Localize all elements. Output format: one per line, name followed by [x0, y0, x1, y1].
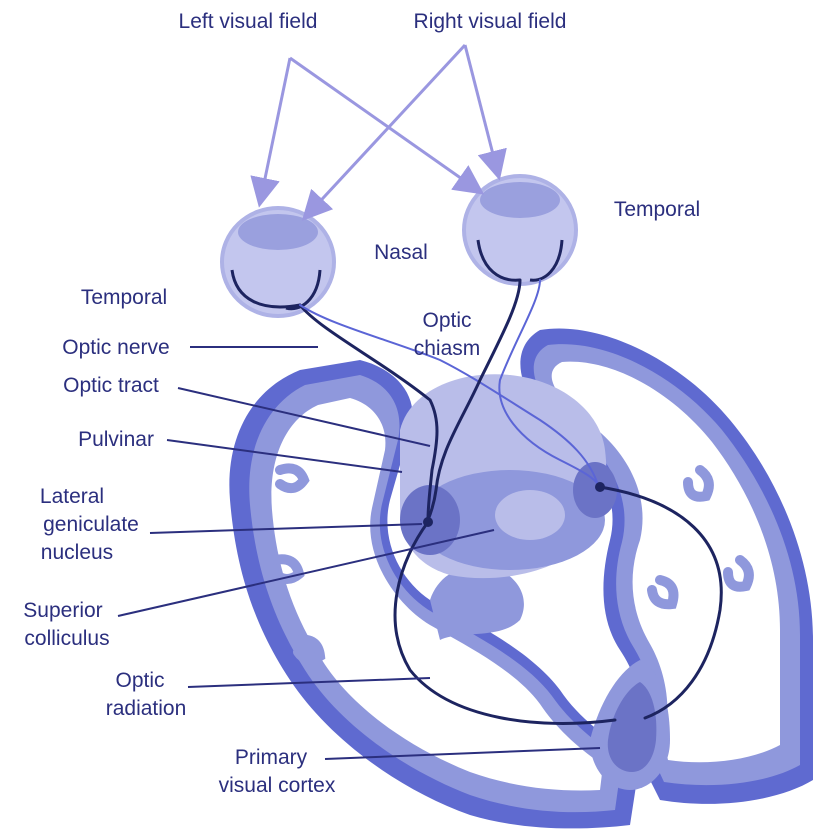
right-eye: [464, 176, 576, 284]
left-eye: [222, 208, 334, 316]
label-temporal-right: Temporal: [614, 198, 700, 221]
label-nucleus: nucleus: [41, 541, 113, 564]
label-right-visual-field: Right visual field: [414, 10, 567, 33]
label-superior: Superior: [23, 599, 102, 622]
label-geniculate: geniculate: [43, 513, 139, 536]
visual-field-arrows: [262, 45, 496, 210]
lgn-left-dot: [423, 517, 433, 527]
label-colliculus: colliculus: [24, 627, 109, 650]
label-visual-cortex: visual cortex: [219, 774, 336, 797]
label-left-visual-field: Left visual field: [179, 10, 318, 33]
label-optic-radiation-line2: radiation: [106, 697, 187, 720]
label-nasal: Nasal: [374, 241, 428, 264]
label-lateral: Lateral: [40, 485, 104, 508]
label-primary: Primary: [235, 746, 308, 769]
visual-cortex-region: [590, 660, 670, 790]
label-optic-tract: Optic tract: [63, 374, 159, 397]
label-temporal-left: Temporal: [81, 286, 167, 309]
label-chiasm: chiasm: [414, 337, 481, 360]
lgn-right-dot: [595, 482, 605, 492]
label-optic-nerve: Optic nerve: [62, 336, 169, 359]
label-optic: Optic: [422, 309, 471, 332]
label-optic-radiation-line1: Optic: [115, 669, 164, 692]
label-pulvinar: Pulvinar: [78, 428, 154, 451]
